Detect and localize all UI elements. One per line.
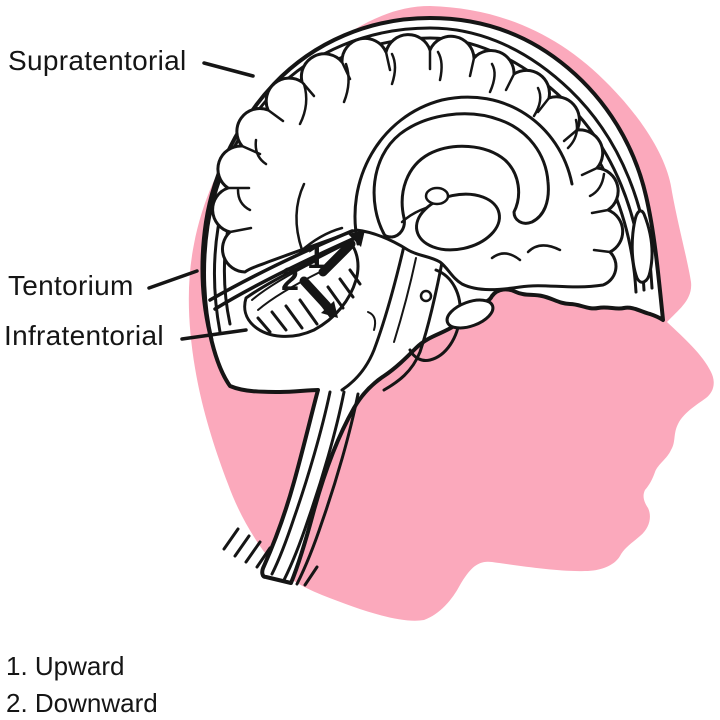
thalamus-region <box>415 186 501 303</box>
supratentorial-pointer <box>202 61 255 78</box>
frontal-sinus <box>630 209 654 284</box>
herniation-arrow-downward <box>299 276 338 318</box>
sulci-lines <box>236 50 606 262</box>
fourth-ventricle <box>367 311 377 331</box>
annotation-pointers <box>147 61 255 341</box>
cingulate-sulcus <box>353 95 574 246</box>
legend-item-downward: 2. Downward <box>6 688 158 718</box>
tentorium-membrane <box>208 229 357 311</box>
infratentorial-label: Infratentorial <box>4 320 164 351</box>
tentorium-pointer <box>147 269 199 290</box>
marker-2-label: 2 <box>281 261 299 297</box>
mammillary-body <box>419 289 433 303</box>
legend: 1. Upward 2. Downward <box>6 648 158 720</box>
marker-1-label: 1 <box>307 239 325 275</box>
interthalamic-adhesion <box>424 186 450 206</box>
tentorium-label: Tentorium <box>8 270 134 301</box>
legend-item-upward: 1. Upward <box>6 651 125 681</box>
sphenoid-sinus <box>445 298 495 330</box>
spinal-cord-lines <box>270 390 360 586</box>
supratentorial-label: Supratentorial <box>8 45 187 76</box>
pons <box>408 268 462 362</box>
neck-cut-hatching <box>222 527 319 587</box>
cerebellar-folia <box>256 268 362 334</box>
infratentorial-pointer <box>180 328 248 341</box>
sulci-notches <box>226 48 612 254</box>
thalamus <box>415 192 501 252</box>
herniation-arrow-upward <box>318 230 365 277</box>
brainstem <box>340 244 462 392</box>
